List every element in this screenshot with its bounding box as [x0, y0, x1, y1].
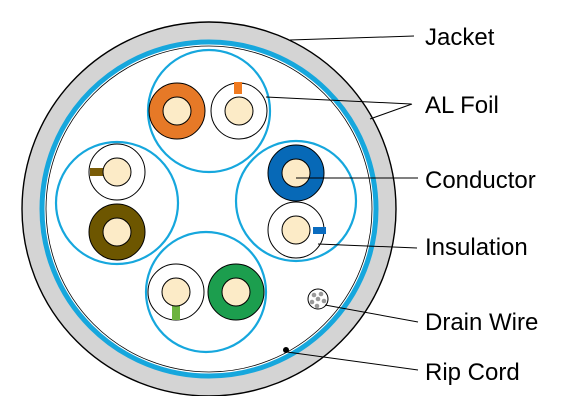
leader-lines — [265, 35, 419, 371]
stripe-blue — [313, 227, 326, 234]
rip-cord — [283, 347, 289, 353]
stripe-green — [172, 306, 180, 320]
label-insulation: Insulation — [425, 234, 528, 261]
pair-brown — [54, 140, 180, 266]
conductor-brown — [102, 217, 132, 247]
label-al-foil: AL Foil — [425, 92, 499, 119]
label-rip-cord: Rip Cord — [425, 359, 520, 386]
stripe-orange — [234, 82, 242, 94]
outer-foil-inner-edge — [45, 45, 373, 373]
pair-foil-brown — [54, 140, 180, 266]
leader-foil-1 — [265, 96, 412, 105]
conductor-blue — [281, 158, 311, 188]
conductor-orange-white — [224, 96, 254, 126]
outer-al-foil — [39, 39, 379, 379]
pair-foil-orange — [146, 48, 272, 174]
stripe-brown — [90, 168, 103, 176]
leader-foil-2 — [369, 103, 413, 120]
label-drain-wire: Drain Wire — [425, 309, 539, 336]
conductor-brown-white — [102, 157, 132, 187]
pair-foil-green — [144, 230, 268, 354]
leader-rip-cord — [286, 351, 419, 371]
conductor-green-white — [161, 277, 191, 307]
pair-blue — [234, 139, 358, 263]
conductor-green — [221, 277, 251, 307]
pair-orange — [146, 48, 272, 174]
label-conductor: Conductor — [425, 167, 536, 194]
label-jacket: Jacket — [425, 24, 495, 51]
leader-insulation — [317, 243, 418, 249]
leader-drain-wire — [324, 304, 419, 323]
conductor-blue-white — [281, 215, 311, 245]
pair-green — [144, 230, 268, 354]
leader-jacket — [289, 35, 415, 41]
drain-wire — [307, 288, 329, 310]
conductor-orange — [162, 96, 192, 126]
